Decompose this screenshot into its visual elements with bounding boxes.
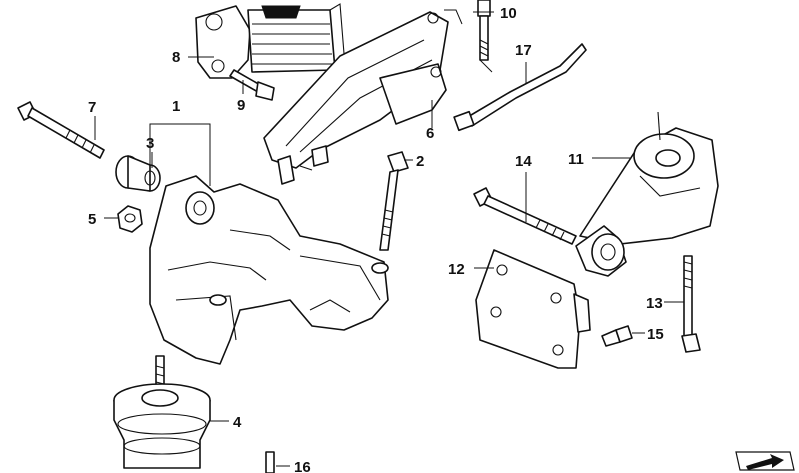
part-bolt-13 <box>681 255 701 353</box>
part-engine-bracket-1 <box>149 175 389 365</box>
part-bush-3 <box>115 155 161 192</box>
callout-9: 9 <box>237 97 245 114</box>
callout-17: 17 <box>515 42 532 59</box>
callout-8: 8 <box>172 49 180 66</box>
part-torque-arm-6 <box>263 11 449 185</box>
callout-14: 14 <box>515 153 532 170</box>
callout-15: 15 <box>647 326 664 343</box>
part-bolt-2 <box>379 151 409 251</box>
callout-4: 4 <box>233 414 242 431</box>
part-bolt-15 <box>601 325 633 347</box>
part-bolt-14 <box>473 187 577 245</box>
callout-6: 6 <box>426 125 434 142</box>
part-cable-tie-17 <box>453 43 587 132</box>
part-bolt-7 <box>17 101 105 159</box>
part-plate-12 <box>475 249 591 369</box>
part-stud-16 <box>265 451 275 473</box>
part-nut-5 <box>117 205 143 233</box>
part-upper-bracket <box>195 3 346 79</box>
part-rear-mount-11 <box>575 111 719 277</box>
callout-2: 2 <box>416 153 424 170</box>
callout-5: 5 <box>88 211 96 228</box>
callout-16: 16 <box>294 459 311 473</box>
callout-12: 12 <box>448 261 465 278</box>
leader-lines <box>94 9 684 467</box>
callout-1: 1 <box>172 98 180 115</box>
callout-11: 11 <box>568 151 584 168</box>
part-bolt-9 <box>229 69 275 101</box>
part-engine-mount-4 <box>113 355 211 469</box>
callout-7: 7 <box>88 99 96 116</box>
callout-13: 13 <box>646 295 663 312</box>
callout-3: 3 <box>146 135 154 152</box>
callout-numbers: 1 2 3 4 5 6 7 8 9 10 11 12 13 14 15 16 1… <box>88 5 664 473</box>
direction-arrow-icon <box>735 451 795 471</box>
callout-10: 10 <box>500 5 517 22</box>
part-bolt-10 <box>477 0 491 61</box>
